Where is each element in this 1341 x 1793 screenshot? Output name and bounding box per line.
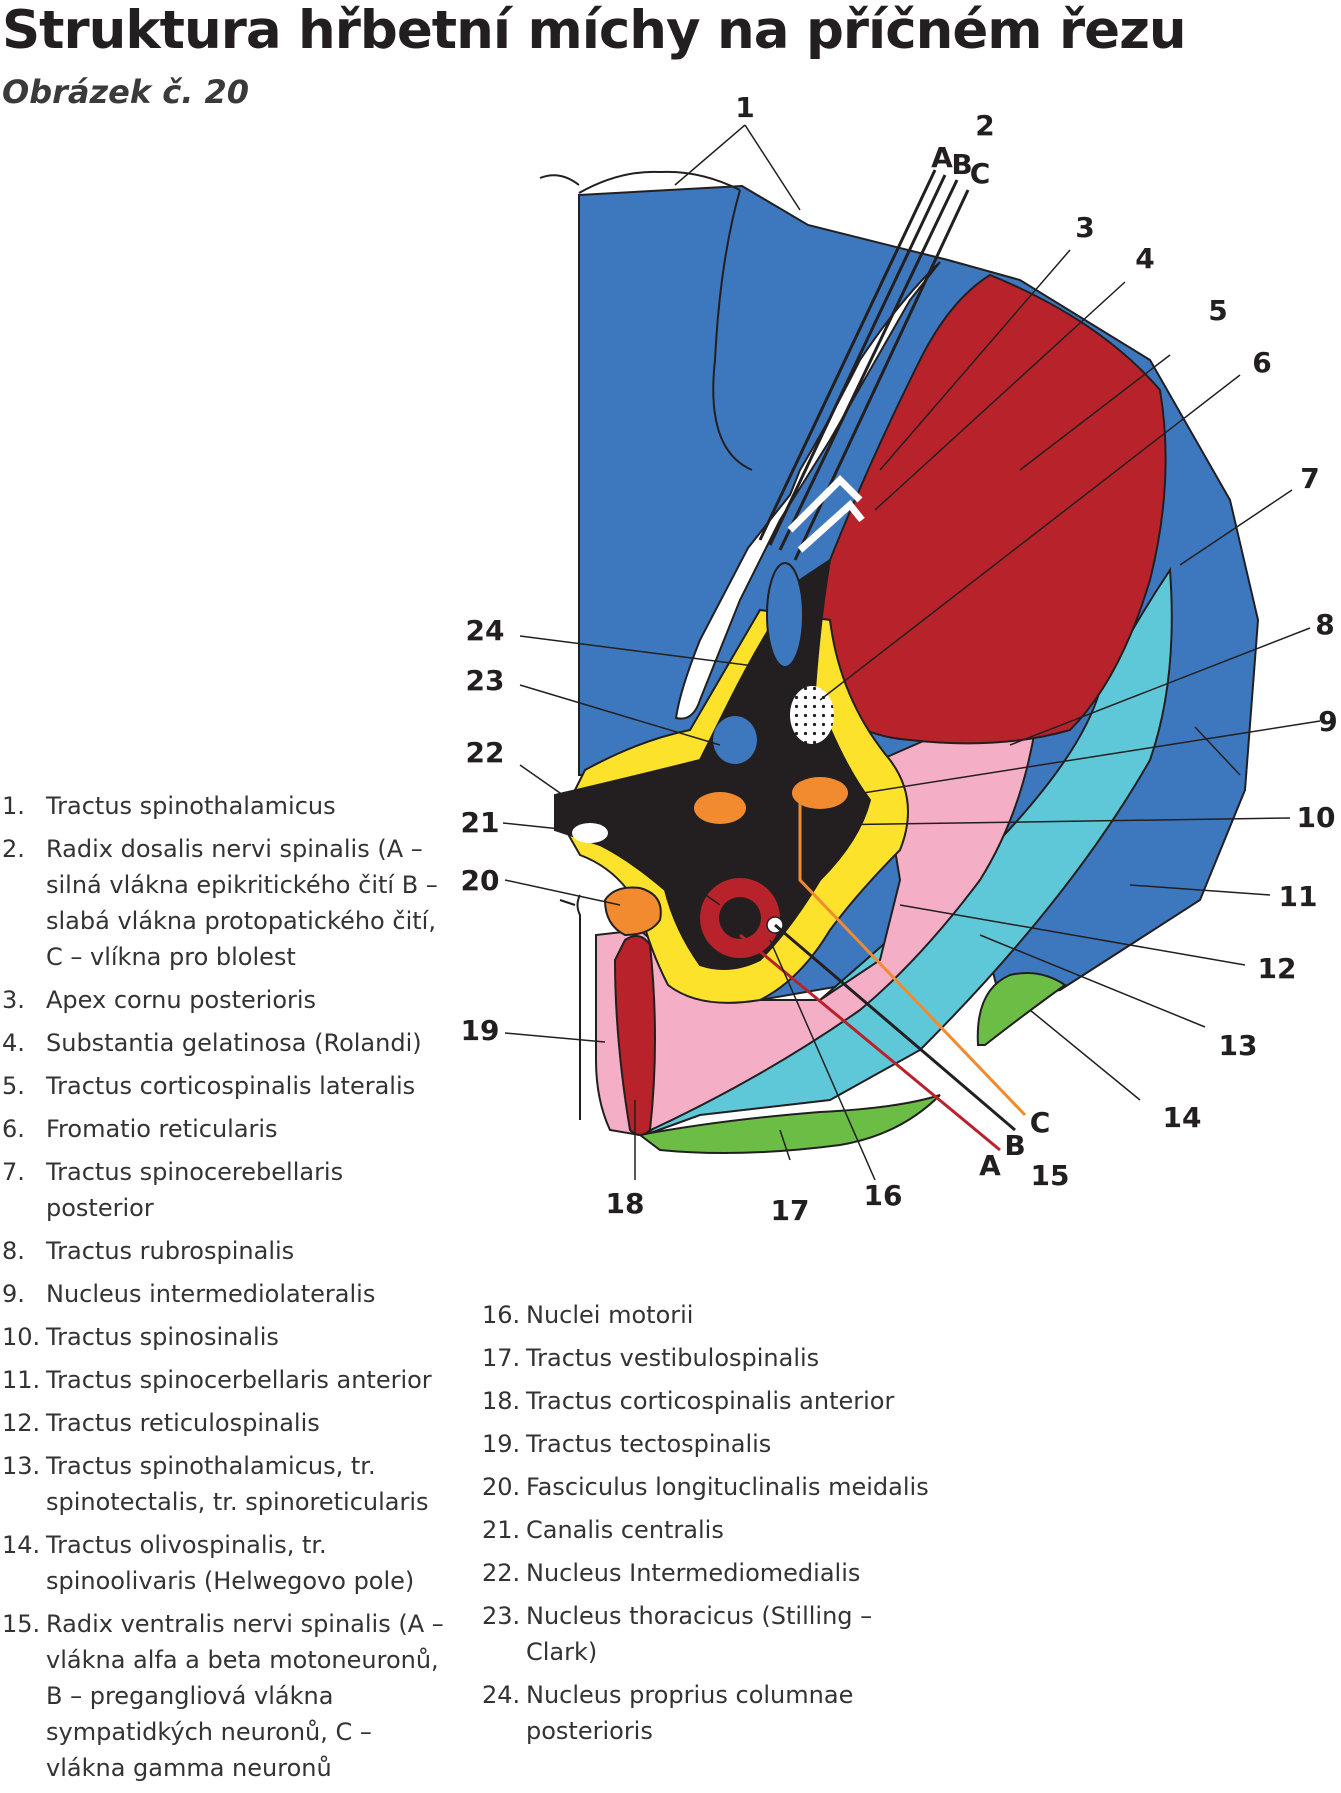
anterior-corticospinal-red (613, 935, 656, 1136)
legend-item: 22.Nucleus Intermediomedialis (482, 1559, 861, 1587)
lateral-corticospinal-red (813, 273, 1167, 745)
spinal-cord-diagram: 1 2 3 4 5 6 7 8 9 10 11 12 13 14 15 16 1… (461, 91, 1338, 1227)
label-14: 14 (1163, 1101, 1202, 1134)
nucleus-intermediolateral-orange (792, 777, 848, 809)
label-6: 6 (1252, 346, 1271, 379)
ventral-root-b: B (1004, 1129, 1025, 1162)
label-19: 19 (461, 1014, 500, 1047)
legend-item: 8.Tractus rubrospinalis (2, 1237, 295, 1265)
canalis-centralis-white (572, 823, 608, 843)
green-tract-17 (637, 1094, 941, 1155)
label-9: 9 (1318, 705, 1337, 738)
legend-left: 1.Tractus spinothalamicus 2.Radix dosali… (2, 788, 447, 1793)
label-2: 2 (975, 109, 994, 142)
dorsal-root-a: A (931, 141, 953, 174)
legend-item: 13.Tractus spinothalamicus, tr. spinotec… (2, 1452, 429, 1516)
legend-item: 15.Radix ventralis nervi spinalis (A – v… (2, 1610, 444, 1782)
dorsal-root-c: C (970, 157, 991, 190)
legend-item: 11.Tractus spinocerbellaris anterior (2, 1366, 432, 1394)
legend-item: 21.Canalis centralis (482, 1516, 724, 1544)
legend-item: 5.Tractus corticospinalis lateralis (2, 1072, 416, 1100)
label-20: 20 (461, 864, 500, 897)
legend-item: 3.Apex cornu posterioris (2, 986, 317, 1014)
label-1: 1 (735, 91, 754, 124)
nucleus-thoracicus-blue (713, 716, 757, 764)
label-18: 18 (606, 1187, 645, 1220)
legend-item: 16.Nuclei motorii (482, 1301, 694, 1329)
label-22: 22 (466, 736, 505, 769)
legend-item: 18.Tractus corticospinalis anterior (482, 1387, 895, 1415)
label-21: 21 (461, 806, 500, 839)
legend-item: 9.Nucleus intermediolateralis (2, 1280, 376, 1308)
legend-item: 10.Tractus spinosinalis (2, 1323, 279, 1351)
legend-item: 24.Nucleus proprius columnae posterioris (482, 1681, 854, 1745)
legend-item: 17.Tractus vestibulospinalis (482, 1344, 820, 1372)
legend-item: 23.Nucleus thoracicus (Stilling – Clark) (482, 1602, 873, 1666)
legend-item: 14.Tractus olivospinalis, tr. spinooliva… (2, 1531, 415, 1595)
legend-right: 16.Nuclei motorii 17.Tractus vestibulosp… (482, 1297, 942, 1756)
legend-item: 6.Fromatio reticularis (2, 1115, 278, 1143)
label-24: 24 (466, 614, 505, 647)
green-tract-14 (976, 972, 1067, 1046)
label-17: 17 (771, 1194, 810, 1227)
legend-item: 12.Tractus reticulospinalis (2, 1409, 320, 1437)
pink-tract (595, 688, 1042, 1137)
label-16: 16 (864, 1179, 903, 1212)
legend-item: 1.Tractus spinothalamicus (2, 792, 336, 820)
legend-item: 7.Tractus spinocerebellaris posterior (2, 1158, 344, 1222)
flm-orange (603, 886, 662, 937)
label-7: 7 (1300, 462, 1319, 495)
label-10: 10 (1297, 801, 1336, 834)
dorsal-root-b: B (951, 148, 972, 181)
label-13: 13 (1219, 1029, 1258, 1062)
label-8: 8 (1315, 608, 1334, 641)
label-11: 11 (1279, 880, 1318, 913)
ventral-root-a: A (979, 1149, 1001, 1182)
nucleus-proprius-blue (766, 562, 804, 668)
legend-item: 4.Substantia gelatinosa (Rolandi) (2, 1029, 422, 1057)
label-12: 12 (1258, 952, 1297, 985)
label-23: 23 (466, 664, 505, 697)
nucleus-intermediomedial-orange (694, 792, 746, 824)
label-3: 3 (1075, 211, 1094, 244)
legend-item: 20.Fasciculus longituclinalis meidalis (482, 1473, 929, 1501)
label-15: 15 (1031, 1159, 1070, 1192)
page-title: Struktura hřbetní míchy na příčném řezu (2, 0, 1187, 61)
reticular-dotted (790, 686, 834, 744)
legend-item: 19.Tractus tectospinalis (482, 1430, 772, 1458)
label-4: 4 (1135, 242, 1154, 275)
legend-item: 2.Radix dosalis nervi spinalis (A – siln… (2, 835, 438, 971)
ventral-root-c: C (1030, 1106, 1051, 1139)
label-5: 5 (1208, 294, 1227, 327)
page-subtitle: Obrázek č. 20 (2, 73, 250, 111)
